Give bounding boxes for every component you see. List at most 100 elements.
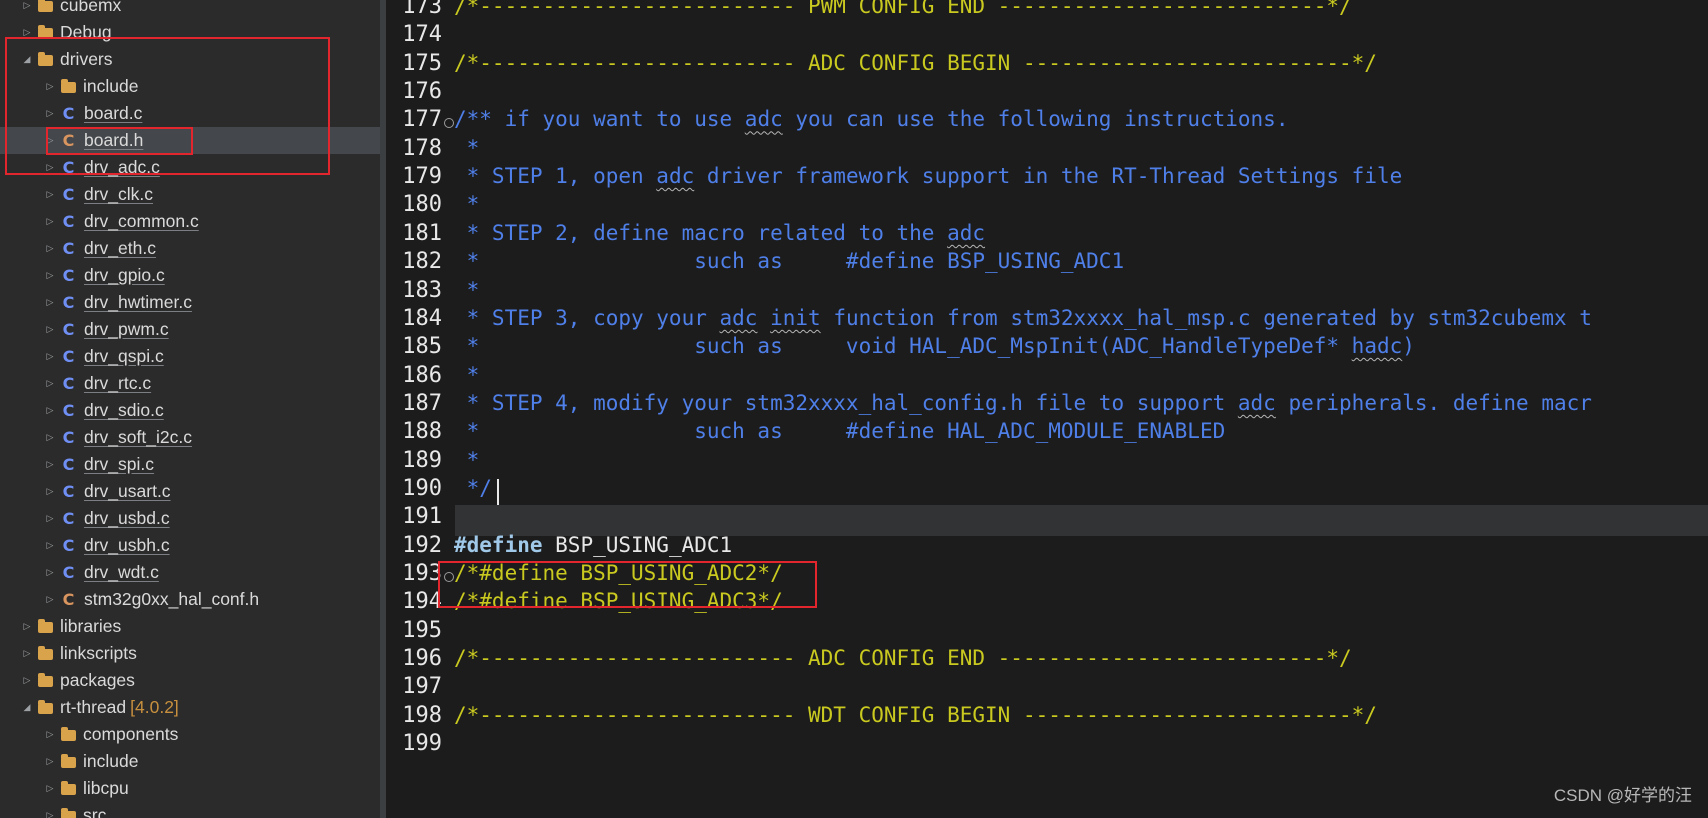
tree-item-label: src	[83, 805, 107, 818]
collapsed-arrow-icon[interactable]: ▷	[46, 810, 54, 818]
code-line[interactable]: * STEP 3, copy your adc init function fr…	[454, 306, 1592, 330]
collapsed-arrow-icon[interactable]: ▷	[46, 216, 54, 226]
tree-item-label: libraries	[60, 616, 122, 636]
panel-divider[interactable]	[380, 0, 386, 818]
code-line[interactable]: *	[454, 363, 480, 387]
tree-item[interactable]: ▷linkscripts	[0, 640, 380, 667]
code-token: /*------------------------- PWM CONFIG E…	[454, 0, 1352, 18]
code-line[interactable]: /*#define BSP_USING_ADC2*/	[454, 561, 783, 585]
expanded-arrow-icon[interactable]: ◢	[23, 702, 31, 712]
collapsed-arrow-icon[interactable]: ▷	[46, 594, 54, 604]
tree-item-label: packages	[60, 670, 135, 690]
code-line[interactable]: /*------------------------- WDT CONFIG B…	[454, 703, 1377, 727]
collapsed-arrow-icon[interactable]: ▷	[46, 351, 54, 361]
tree-item[interactable]: ▷ src	[0, 802, 380, 818]
collapsed-arrow-icon[interactable]: ▷	[46, 756, 54, 766]
code-line[interactable]: /** if you want to use adc you can use t…	[454, 107, 1288, 131]
tree-item-label: cubemx	[60, 0, 122, 15]
c-header-icon: C	[62, 131, 75, 150]
code-line[interactable]: /*------------------------- PWM CONFIG E…	[454, 0, 1352, 18]
code-token: *	[454, 447, 480, 472]
line-number: 185	[402, 334, 442, 360]
code-line[interactable]: #define BSP_USING_ADC1	[454, 533, 732, 557]
code-line[interactable]: *	[454, 192, 480, 216]
collapsed-arrow-icon[interactable]: ▷	[46, 162, 54, 172]
tree-item[interactable]: ◢rt-thread[4.0.2]	[0, 694, 380, 721]
collapsed-arrow-icon[interactable]: ▷	[46, 108, 54, 118]
code-line[interactable]: * STEP 1, open adc driver framework supp…	[454, 164, 1403, 188]
collapsed-arrow-icon[interactable]: ▷	[23, 621, 31, 631]
collapsed-arrow-icon[interactable]: ▷	[46, 270, 54, 280]
tree-item[interactable]: ▷ libraries	[0, 613, 380, 640]
c-header-icon: C	[62, 590, 75, 609]
collapsed-arrow-icon[interactable]: ▷	[46, 297, 54, 307]
line-number: 184	[402, 305, 442, 331]
fold-toggle-icon[interactable]	[444, 118, 454, 129]
code-token: adc	[1237, 390, 1276, 415]
collapsed-arrow-icon[interactable]: ▷	[46, 729, 54, 739]
code-line[interactable]: /*------------------------- ADC CONFIG B…	[454, 51, 1377, 75]
code-line[interactable]: /*------------------------- ADC CONFIG E…	[454, 646, 1352, 670]
collapsed-arrow-icon[interactable]: ▷	[46, 405, 54, 415]
collapsed-arrow-icon[interactable]: ▷	[46, 81, 54, 91]
collapsed-arrow-icon[interactable]: ▷	[46, 459, 54, 469]
folder-icon	[38, 673, 53, 687]
collapsed-arrow-icon[interactable]: ▷	[46, 324, 54, 334]
tree-item[interactable]: ▷include	[0, 748, 380, 775]
fold-toggle-icon[interactable]	[444, 572, 454, 582]
code-line[interactable]: * such as void HAL_ADC_MspInit(ADC_Handl…	[454, 334, 1415, 358]
collapsed-arrow-icon[interactable]: ▷	[23, 648, 31, 658]
collapsed-arrow-icon[interactable]: ▷	[46, 540, 54, 550]
collapsed-arrow-icon[interactable]: ▷	[46, 486, 54, 496]
code-line[interactable]: /*#define BSP_USING_ADC3*/	[454, 589, 783, 613]
code-line[interactable]: * such as #define BSP_USING_ADC1	[454, 249, 1124, 273]
line-number: 187	[402, 390, 442, 416]
code-line[interactable]: *	[454, 447, 480, 472]
expanded-arrow-icon[interactable]: ◢	[23, 54, 31, 64]
tree-item[interactable]: ▷components	[0, 721, 380, 748]
code-token: /*------------------------- ADC CONFIG E…	[454, 646, 1352, 671]
tree-item[interactable]: ▷ packages	[0, 667, 380, 694]
code-editor[interactable]: 173/*------------------------- PWM CONFI…	[386, 0, 1708, 818]
collapsed-arrow-icon[interactable]: ▷	[46, 783, 54, 793]
collapsed-arrow-icon[interactable]: ▷	[23, 27, 31, 37]
code-line[interactable]: *	[454, 278, 480, 302]
collapsed-arrow-icon[interactable]: ▷	[46, 432, 54, 442]
tree-item[interactable]: ▷libcpu	[0, 775, 380, 802]
code-line[interactable]: *	[454, 136, 480, 160]
collapsed-arrow-icon[interactable]: ▷	[46, 378, 54, 388]
tree-item[interactable]: ◢drivers	[0, 46, 380, 73]
collapsed-arrow-icon[interactable]: ▷	[23, 0, 31, 10]
tree-item[interactable]: ▷ cubemx	[0, 0, 380, 19]
code-line[interactable]: * such as #define HAL_ADC_MODULE_ENABLED	[454, 419, 1226, 443]
code-line[interactable]: */	[454, 476, 492, 500]
collapsed-arrow-icon[interactable]: ▷	[46, 567, 54, 577]
tree-item[interactable]: ▷include	[0, 73, 380, 100]
collapsed-arrow-icon[interactable]: ▷	[46, 135, 54, 145]
code-line[interactable]: * STEP 2, define macro related to the ad…	[454, 221, 985, 245]
collapsed-arrow-icon[interactable]: ▷	[46, 243, 54, 253]
collapsed-arrow-icon[interactable]: ▷	[23, 675, 31, 685]
collapsed-arrow-icon[interactable]: ▷	[46, 513, 54, 523]
code-line[interactable]: * STEP 4, modify your stm32xxxx_hal_conf…	[454, 391, 1592, 415]
collapsed-arrow-icon[interactable]: ▷	[46, 189, 54, 199]
